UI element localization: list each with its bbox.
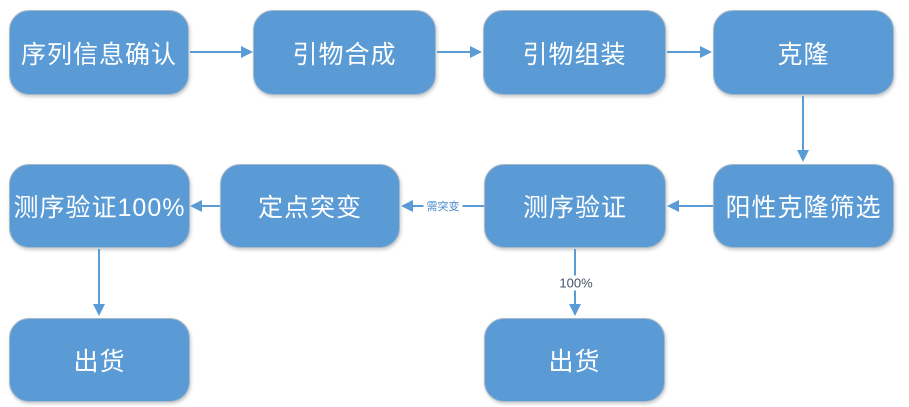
node-shipment-left: 出货 bbox=[9, 318, 190, 402]
arrow-line bbox=[202, 205, 220, 207]
arrow-line bbox=[190, 51, 241, 53]
edge-label-needs-mutation: 需突变 bbox=[423, 198, 463, 214]
arrow-head-right-icon bbox=[241, 46, 253, 58]
node-sequencing-verified-100pct: 测序验证100% bbox=[9, 164, 190, 248]
node-sequence-info-confirmation: 序列信息确认 bbox=[9, 10, 189, 95]
arrow-head-down-icon bbox=[797, 150, 809, 162]
node-sequencing-verification: 测序验证 bbox=[484, 164, 666, 248]
node-cloning: 克隆 bbox=[713, 10, 894, 95]
arrow-head-down-icon bbox=[569, 304, 581, 316]
arrow-line bbox=[98, 249, 100, 304]
arrow-line bbox=[437, 51, 470, 53]
arrow-line bbox=[802, 96, 804, 150]
node-primer-assembly: 引物组装 bbox=[483, 10, 666, 95]
node-site-directed-mutagenesis: 定点突变 bbox=[220, 164, 400, 248]
node-positive-clone-screening: 阳性克隆筛选 bbox=[713, 164, 894, 248]
arrow-head-down-icon bbox=[93, 304, 105, 316]
arrow-head-left-icon bbox=[667, 200, 679, 212]
arrow-head-left-icon bbox=[401, 200, 413, 212]
arrow-head-right-icon bbox=[700, 46, 712, 58]
arrow-line bbox=[667, 51, 700, 53]
arrow-head-left-icon bbox=[190, 200, 202, 212]
arrow-line bbox=[679, 205, 713, 207]
node-shipment-center: 出货 bbox=[484, 318, 665, 402]
arrow-head-right-icon bbox=[470, 46, 482, 58]
node-primer-synthesis: 引物合成 bbox=[253, 10, 436, 95]
edge-label-pass-rate: 100% bbox=[556, 275, 596, 291]
